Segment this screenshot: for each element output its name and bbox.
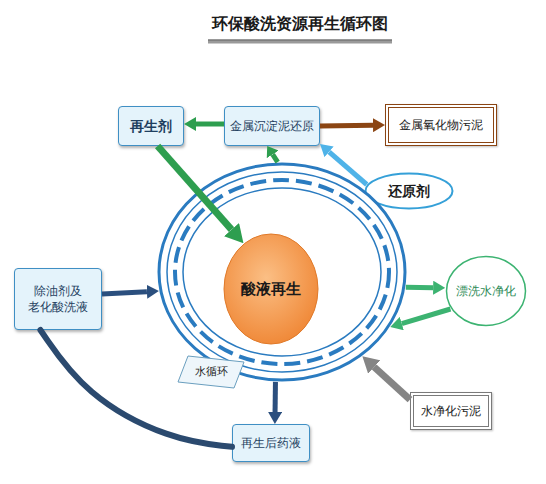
flow-arrow [102, 292, 147, 294]
node-label: 水循环 [195, 365, 228, 380]
flow-arrow [158, 146, 232, 230]
node-label: 再生剂 [130, 117, 172, 136]
flow-arrow [273, 154, 278, 162]
text-box: 再生后药液 [233, 425, 309, 461]
flow-arrow [40, 330, 232, 447]
input-box: 除油剂及 老化酸洗液 [14, 268, 102, 330]
flow-arrow [320, 123, 373, 129]
output-box: 水净化污泥 [410, 392, 492, 430]
ellipse-outline [447, 257, 526, 326]
output-box: 金属氧化物污泥 [385, 104, 497, 146]
node-label: 还原剂 [388, 182, 430, 201]
title-underline [208, 40, 392, 41]
flow-arrow [406, 285, 433, 290]
flow-arrow [196, 122, 224, 127]
text-box: 酸液再生 [223, 233, 319, 345]
tag-diamond [178, 356, 244, 388]
node-label: 漂洗水净化 [456, 283, 516, 299]
ring-outline [175, 180, 389, 364]
text-box: 漂洗水净化 [445, 255, 527, 327]
diagram-title: 环保酸洗资源再生循环图 [190, 14, 410, 35]
flow-arrow [374, 367, 410, 400]
node-label: 水净化污泥 [421, 403, 481, 419]
flow-arrow [273, 382, 278, 412]
process-box: 金属沉淀泥还原 [224, 106, 320, 146]
text-box: 金属沉淀泥还原 [225, 107, 319, 145]
output-box: 再生后药液 [232, 424, 310, 462]
node-label: 金属沉淀泥还原 [230, 118, 314, 134]
ring-outline [167, 172, 397, 372]
core-ellipse: 酸液再生 [223, 233, 319, 345]
flow-arrow [402, 309, 451, 324]
title-underline [208, 41, 392, 44]
text-box: 水净化污泥 [414, 396, 488, 426]
ring-outline [183, 188, 381, 356]
node-label: 除油剂及 老化酸洗液 [17, 283, 99, 315]
process-circle: 漂洗水净化 [445, 255, 527, 327]
node-label: 酸液再生 [241, 279, 301, 299]
ring-outline [159, 164, 405, 380]
text-box: 金属氧化物污泥 [389, 108, 493, 142]
flow-arrow [329, 152, 367, 185]
text-box: 除油剂及 老化酸洗液 [15, 269, 101, 329]
tag-text-box: 水循环 [178, 356, 244, 388]
process-box: 再生剂 [118, 106, 184, 146]
ellipse-outline [224, 234, 318, 344]
node-label: 再生后药液 [241, 435, 301, 451]
cycle-ring: 水循环 酸液再生 [157, 162, 407, 382]
node-label: 金属氧化物污泥 [399, 117, 483, 133]
text-box: 再生剂 [119, 107, 183, 145]
